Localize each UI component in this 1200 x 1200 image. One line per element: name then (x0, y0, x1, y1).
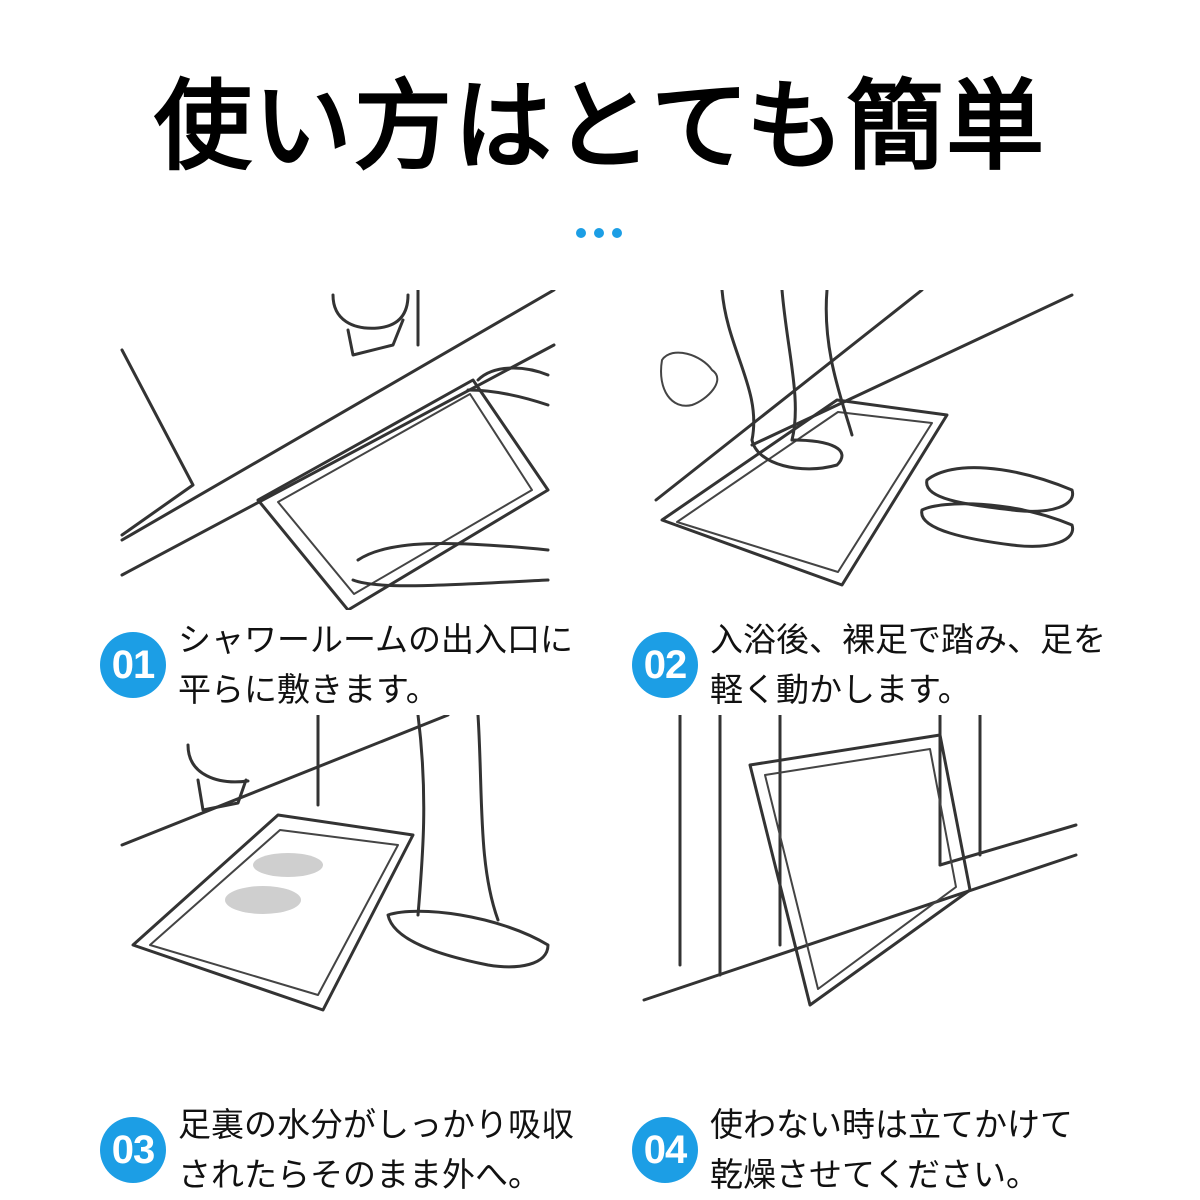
step-text-line: 平らに敷きます。 (178, 670, 439, 709)
step-text-line: シャワールームの出入口に (178, 620, 574, 659)
page-title: 使い方はとても簡単 (153, 70, 1047, 184)
step-text-line: 乾燥させてください。 (710, 1155, 1040, 1194)
step-text-line: 入浴後、裸足で踏み、足を (710, 620, 1106, 659)
separator-dots (576, 228, 622, 238)
step-number-badge: 03 (100, 1117, 166, 1183)
step-number-badge: 04 (632, 1117, 698, 1183)
illustration-place-mat (118, 290, 558, 610)
step-text-line: 使わない時は立てかけて (710, 1105, 1073, 1144)
step-2: 02 入浴後、裸足で踏み、足を 軽く動かします。 (632, 615, 1106, 715)
step-number-badge: 02 (632, 632, 698, 698)
step-description: 入浴後、裸足で踏み、足を 軽く動かします。 (710, 615, 1106, 715)
step-description: 足裏の水分がしっかり吸収 されたらそのまま外へ。 (178, 1100, 574, 1200)
step-description: 使わない時は立てかけて 乾燥させてください。 (710, 1100, 1100, 1200)
step-text-line: されたらそのまま外へ。 (178, 1155, 541, 1194)
dot (612, 228, 622, 238)
step-number-badge: 01 (100, 632, 166, 698)
step-3: 03 足裏の水分がしっかり吸収 されたらそのまま外へ。 (100, 1100, 574, 1200)
illustration-step-barefoot (652, 290, 1082, 590)
step-4: 04 使わない時は立てかけて 乾燥させてください。 (632, 1100, 1100, 1200)
dot (576, 228, 586, 238)
illustration-leaning-mat (640, 715, 1080, 1015)
step-text-line: 足裏の水分がしっかり吸収 (178, 1105, 574, 1144)
dot (594, 228, 604, 238)
step-text-line: 軽く動かします。 (710, 670, 971, 709)
step-description: シャワールームの出入口に 平らに敷きます。 (178, 615, 574, 715)
step-1: 01 シャワールームの出入口に 平らに敷きます。 (100, 615, 574, 715)
illustration-footprints (118, 715, 558, 1015)
